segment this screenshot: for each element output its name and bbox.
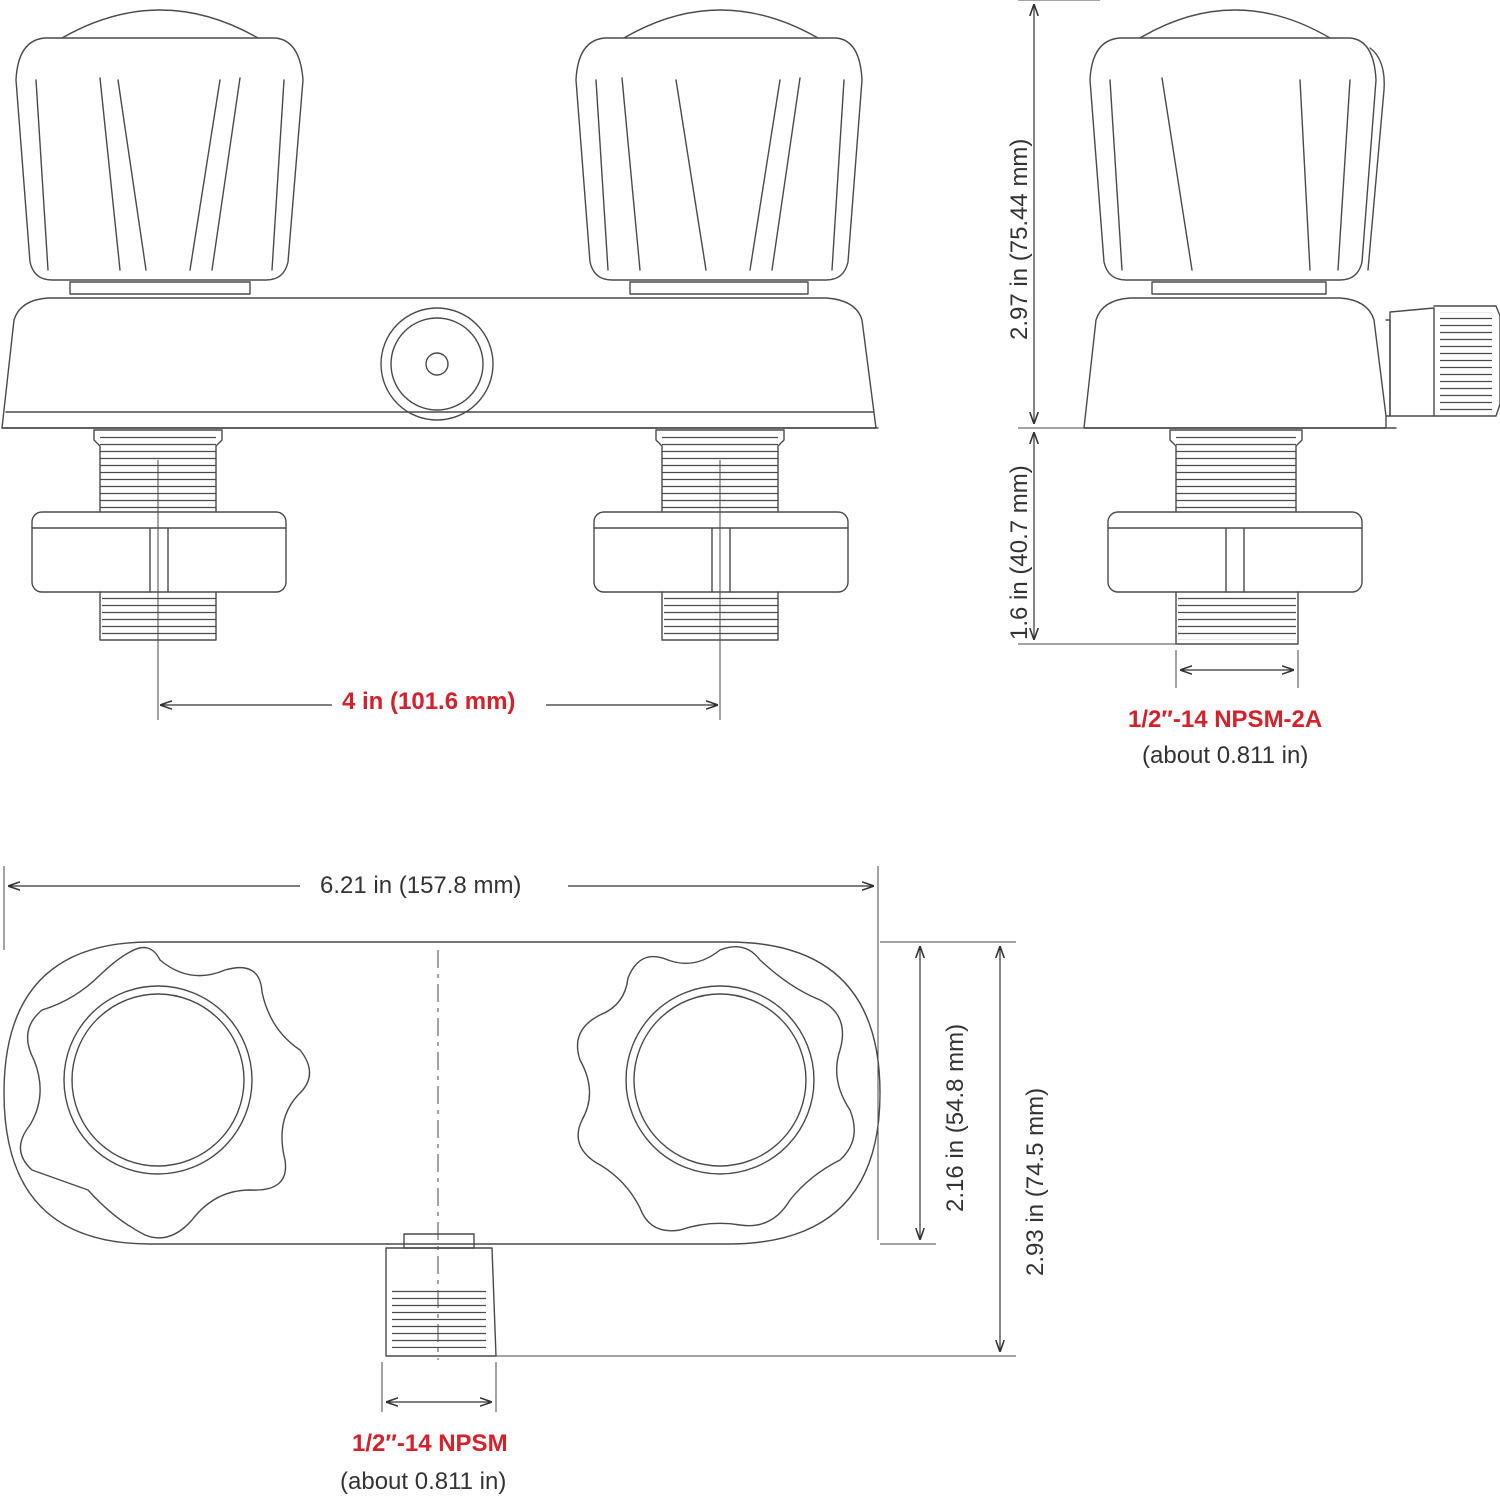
supply-thread-label: 1/2″-14 NPSM-2A xyxy=(1128,706,1323,733)
right-handle xyxy=(575,9,863,295)
center-spacing-label: 4 in (101.6 mm) xyxy=(342,688,516,715)
supply-thread-note: (about 0.811 in) xyxy=(1142,742,1309,769)
left-handle xyxy=(15,9,304,295)
overall-depth-label: 2.93 in (74.5 mm) xyxy=(1022,1087,1049,1276)
outlet-thread-note: (about 0.811 in) xyxy=(340,1468,507,1495)
front-view xyxy=(1,9,879,720)
side-view xyxy=(1018,0,1500,688)
body-depth-label: 2.16 in (54.8 mm) xyxy=(942,1023,969,1212)
top-view xyxy=(3,866,1016,1412)
shank-length-label: 1.6 in (40.7 mm) xyxy=(1006,465,1033,640)
right-shank xyxy=(593,429,849,641)
valve-body xyxy=(1,297,879,429)
outlet-thread-label: 1/2″-14 NPSM xyxy=(352,1430,508,1457)
overall-width-label: 6.21 in (157.8 mm) xyxy=(320,872,522,899)
handle-height-label: 2.97 in (75.44 mm) xyxy=(1006,138,1033,340)
left-shank xyxy=(31,429,287,641)
